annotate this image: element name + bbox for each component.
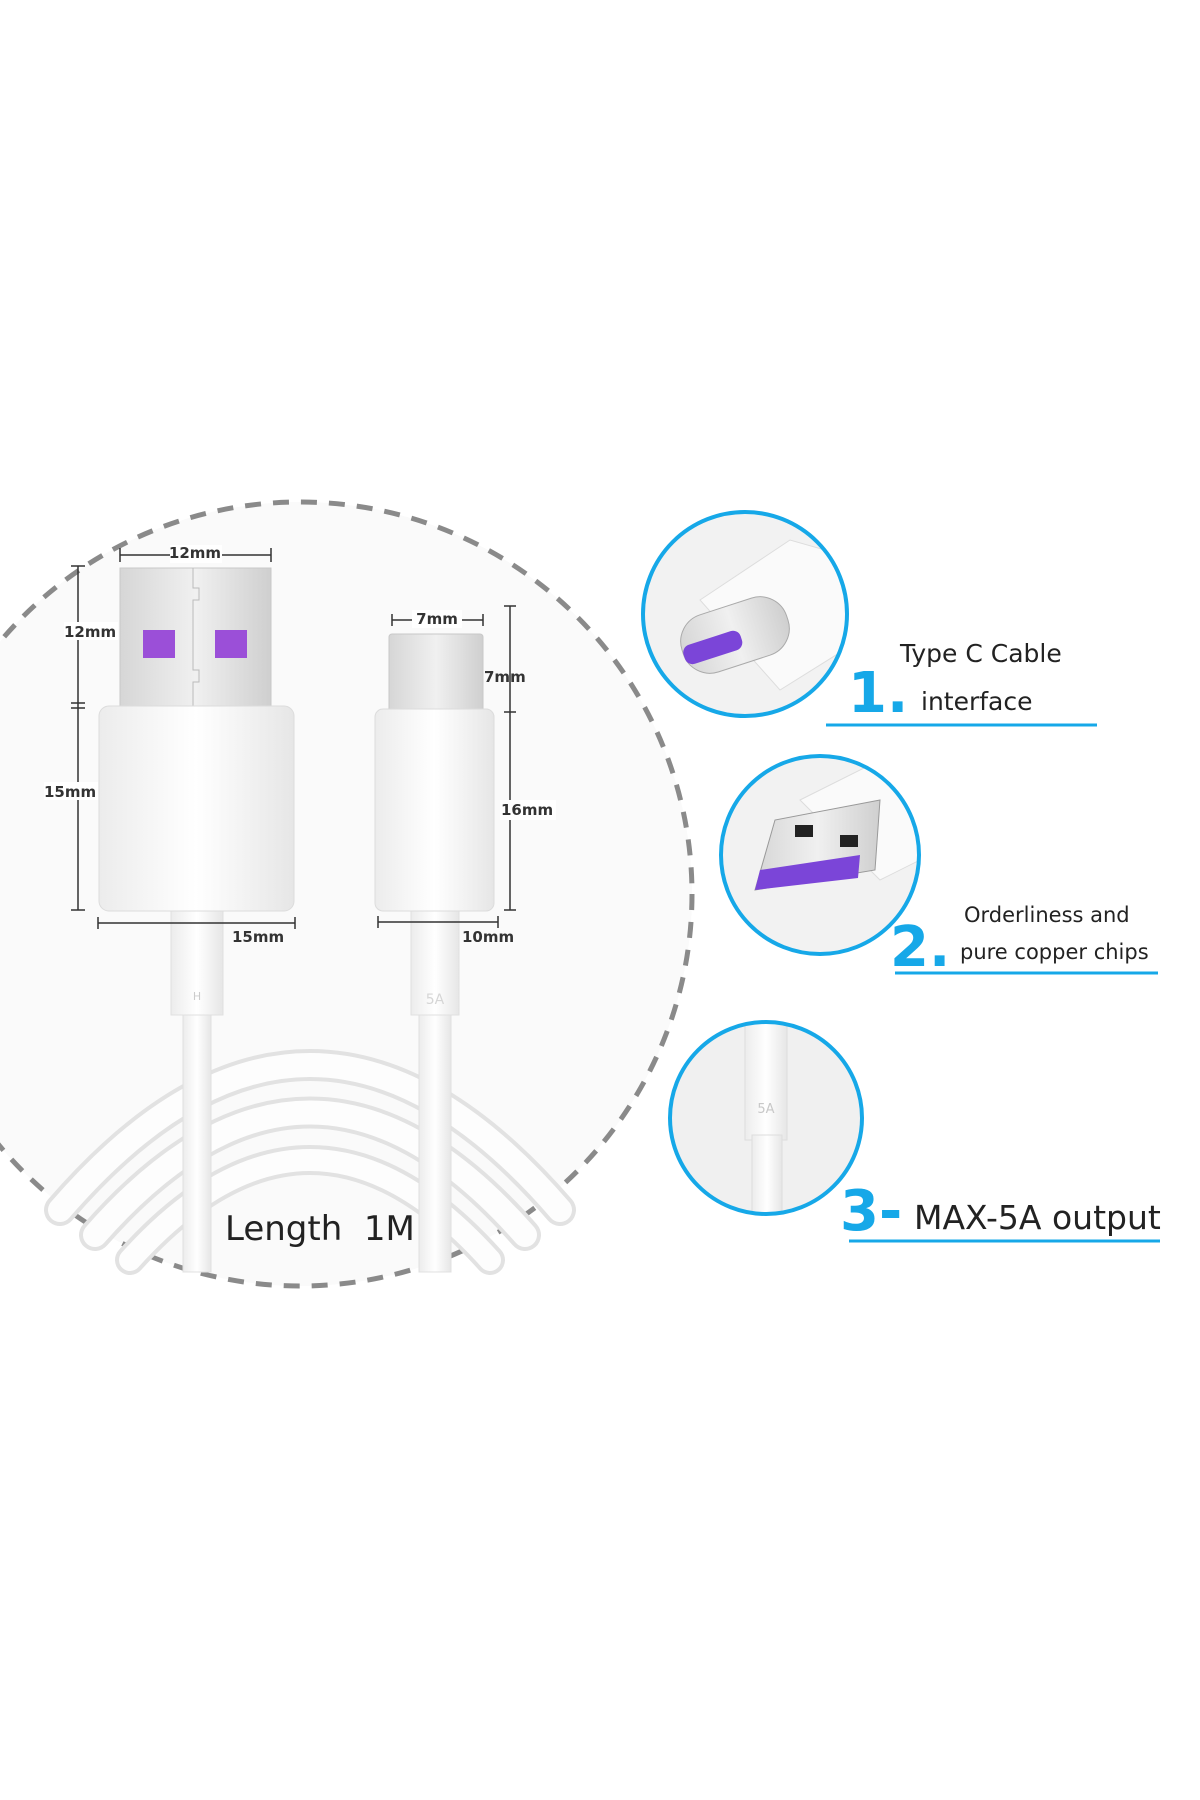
usb-a-body-height-label: 15mm [44, 783, 96, 801]
type-c-connector: 5A [374, 633, 495, 1273]
usb-a-chip-left [143, 630, 175, 658]
type-c-neck-mark: 5A [426, 992, 445, 1008]
feature-2-line1: Orderliness and [964, 903, 1130, 927]
feature-1-line1: Type C Cable [899, 639, 1062, 668]
type-c-tip-height-label: 7mm [484, 668, 526, 686]
feature-1-number: 1. [848, 661, 908, 726]
feature-1-line2: interface [921, 687, 1033, 716]
usb-a-neck-mark: H [193, 990, 201, 1003]
length-label: Length 1M [225, 1209, 415, 1249]
feature-2-line2: pure copper chips [960, 940, 1149, 964]
feature-1-image [641, 510, 849, 718]
type-c-body-width-label: 10mm [462, 928, 514, 946]
feature-2-number: 2. [890, 915, 950, 980]
type-c-width-label: 7mm [416, 610, 458, 628]
type-c-body-height-label: 16mm [501, 801, 553, 819]
feature-2-image [719, 754, 921, 956]
feature-3-image: 5A [668, 1020, 864, 1216]
dimension-lines [71, 548, 516, 929]
feature-3-line1: MAX-5A output [914, 1198, 1161, 1237]
usb-a-connector: H [98, 567, 295, 1273]
feature-3-number: 3- [840, 1179, 902, 1244]
usb-a-body-width-label: 15mm [232, 928, 284, 946]
usb-a-tip-height-label: 12mm [64, 623, 116, 641]
usb-a-width-label: 12mm [169, 544, 221, 562]
usb-a-chip-right [215, 630, 247, 658]
feature-3-cable-mark: 5A [757, 1102, 774, 1117]
cable-coil [44, 1049, 576, 1275]
